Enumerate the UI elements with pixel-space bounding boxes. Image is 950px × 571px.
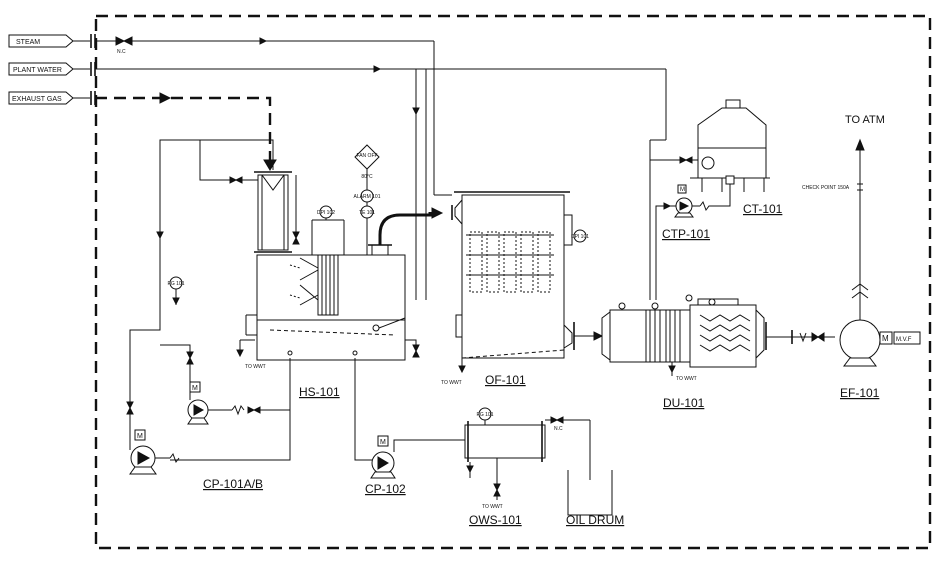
ows-drain-label: TO WWT bbox=[482, 504, 503, 510]
check-point-label: CHECK POINT 150A bbox=[802, 185, 850, 191]
oil-drum-tag: OIL DRUM bbox=[566, 513, 624, 527]
inlet-flanges bbox=[73, 34, 96, 105]
du-ef-duct bbox=[766, 330, 835, 344]
te-label: TE 101 bbox=[359, 210, 375, 216]
ef-101-tag: EF-101 bbox=[840, 386, 880, 400]
ct-101-tower bbox=[690, 99, 770, 192]
hs-drain-label: TO WWT bbox=[245, 364, 266, 370]
fan-off-label: FAN OFF bbox=[356, 153, 377, 159]
ows-101-separator: TO WWT PG 101 N.C bbox=[464, 407, 591, 510]
instrument-fan-off: FAN OFF 80°C bbox=[354, 144, 380, 190]
ctp-101-tag: CTP-101 bbox=[662, 227, 710, 241]
instrument-dpi-hs: DPI 102 bbox=[317, 205, 335, 220]
inlet-steam-label: STEAM bbox=[16, 39, 40, 46]
instrument-pg1: PG 101 bbox=[168, 276, 185, 306]
alarm-label: ALARM 101 bbox=[354, 194, 381, 200]
ef-101-fan: M M.V.F CHECK POINT 150A bbox=[802, 138, 921, 367]
filter-elements bbox=[466, 231, 554, 293]
battery-limit-border bbox=[94, 14, 932, 550]
instrument-alarm: ALARM 101 bbox=[354, 189, 381, 206]
hs-101-tag: HS-101 bbox=[299, 385, 340, 399]
dpi-hs-label: DPI 102 bbox=[317, 210, 335, 216]
of-101-filter: DPI 101 TO WWT bbox=[441, 191, 589, 386]
cp-102-pump: M bbox=[370, 435, 465, 479]
ows-pg-label: PG 101 bbox=[477, 412, 494, 418]
ctp-101-pump: M bbox=[655, 184, 731, 300]
cp101a-motor: M bbox=[192, 385, 198, 392]
inlet-plant-water-label: PLANT WATER bbox=[13, 67, 62, 74]
inlet-plant-water: PLANT WATER bbox=[8, 62, 74, 76]
du-drain-label: TO WWT bbox=[676, 376, 697, 382]
cp-101ab-tag: CP-101A/B bbox=[203, 477, 263, 491]
ef-vvf-label: M.V.F bbox=[896, 337, 912, 343]
of-dpi-label: DPI 101 bbox=[571, 234, 589, 240]
to-atm-label: TO ATM bbox=[845, 114, 885, 126]
pg1-label: PG 101 bbox=[168, 281, 185, 287]
inlet-steam: STEAM bbox=[8, 34, 74, 48]
ctp-motor: M bbox=[680, 187, 685, 193]
du-101-tag: DU-101 bbox=[663, 396, 705, 410]
cp-101b-pump: M bbox=[126, 401, 180, 475]
steam-valve-note: N.C bbox=[117, 49, 126, 55]
exhaust-gas-line bbox=[95, 92, 277, 171]
ows-101-tag: OWS-101 bbox=[469, 513, 522, 527]
oil-valve-note: N.C bbox=[554, 426, 563, 432]
ef-motor: M bbox=[882, 334, 889, 343]
steam-line: N.C bbox=[95, 36, 452, 196]
inlet-exhaust-gas: EXHAUST GAS bbox=[8, 91, 74, 105]
cp-101a-pump: M bbox=[187, 380, 290, 425]
inlet-exhaust-gas-label: EXHAUST GAS bbox=[12, 96, 62, 103]
ct-101-tag: CT-101 bbox=[743, 202, 783, 216]
du-101-unit: TO WWT bbox=[601, 294, 767, 382]
cp-102-tag: CP-102 bbox=[365, 482, 406, 496]
cp101b-motor: M bbox=[137, 433, 143, 440]
instrument-te: TE 101 bbox=[359, 205, 375, 255]
hs-101-scrubber: TO WWT bbox=[236, 171, 444, 370]
oil-drum bbox=[567, 470, 613, 516]
hs-recirc-lines bbox=[129, 139, 420, 461]
of-drain-label: TO WWT bbox=[441, 380, 462, 386]
of-101-tag: OF-101 bbox=[485, 373, 526, 387]
cp102-motor: M bbox=[380, 439, 386, 446]
